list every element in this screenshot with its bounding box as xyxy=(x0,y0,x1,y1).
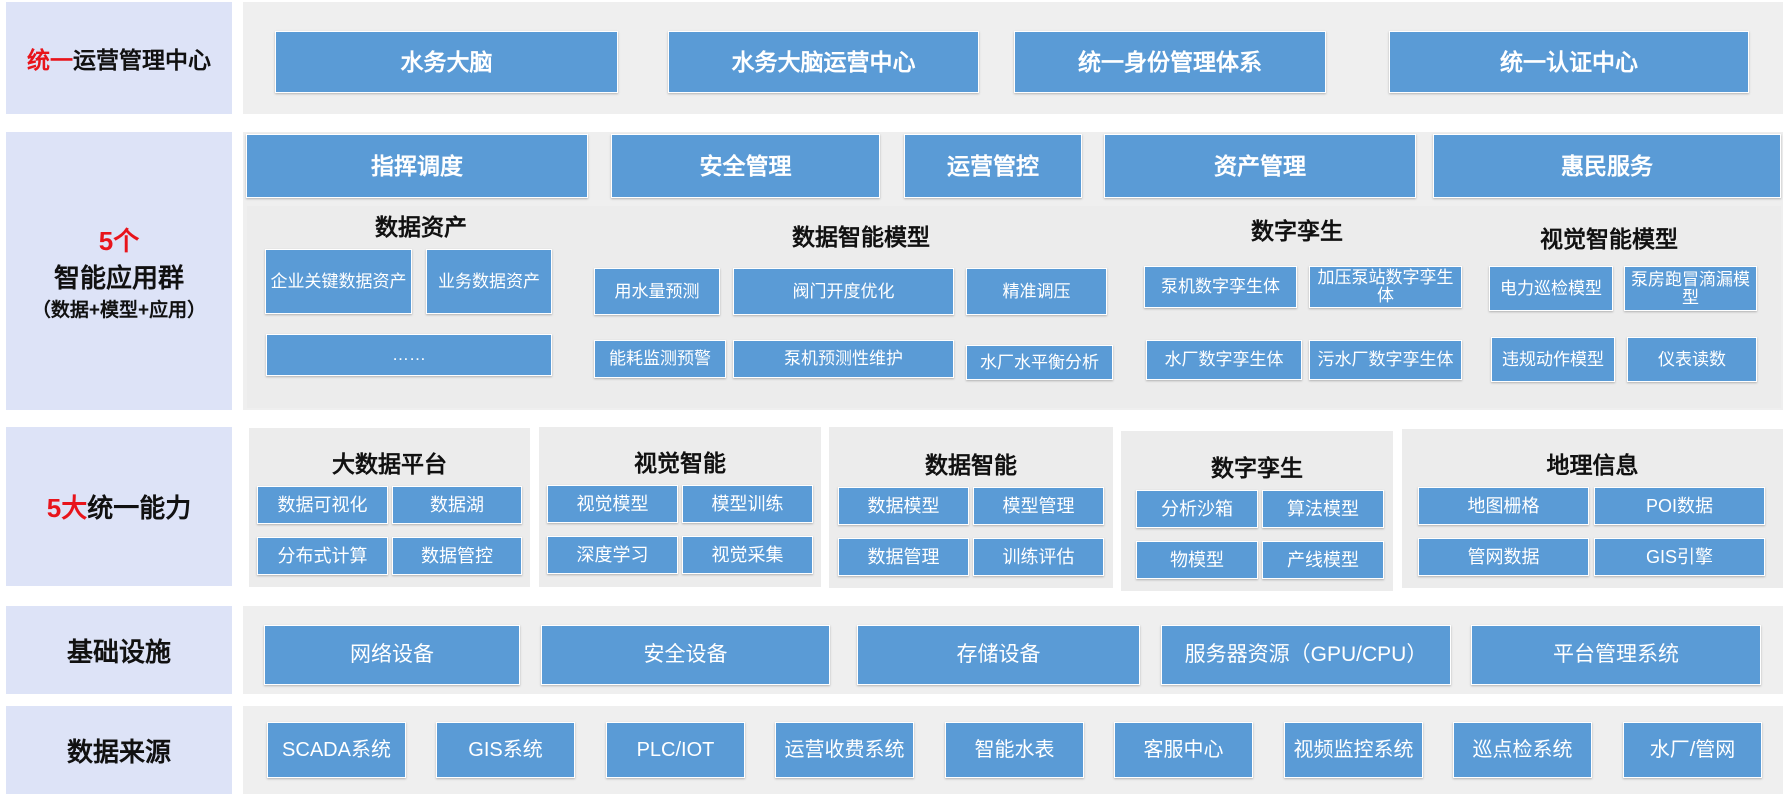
ops-item-auth-center[interactable]: 统一认证中心 xyxy=(1389,31,1749,93)
source-billing[interactable]: 运营收费系统 xyxy=(775,722,914,778)
cap-vision-model[interactable]: 视觉模型 xyxy=(547,485,678,523)
cap-vision-deep-learning[interactable]: 深度学习 xyxy=(547,536,678,574)
cap-title-digital-twin: 数字孪生 xyxy=(1211,455,1303,481)
row-label-apps-count: 5个 xyxy=(98,225,140,256)
source-plc-iot[interactable]: PLC/IOT xyxy=(606,722,745,778)
cap-twin-algorithm[interactable]: 算法模型 xyxy=(1262,490,1384,528)
row-label-ops-rest: 运营管理中心 xyxy=(73,47,211,73)
cap-geo-pipe-network[interactable]: 管网数据 xyxy=(1418,538,1589,576)
twin-item-sewage-plant[interactable]: 污水厂数字孪生体 xyxy=(1309,340,1462,380)
infra-platform-mgmt[interactable]: 平台管理系统 xyxy=(1471,625,1761,685)
cap-vision-capture[interactable]: 视觉采集 xyxy=(682,536,813,574)
model-item-water-balance[interactable]: 水厂水平衡分析 xyxy=(966,345,1113,380)
cap-data-train-eval[interactable]: 训练评估 xyxy=(973,538,1104,576)
cap-bigdata-governance[interactable]: 数据管控 xyxy=(392,537,522,575)
twin-item-booster-station[interactable]: 加压泵站数字孪生体 xyxy=(1309,266,1462,308)
vision-item-leak[interactable]: 泵房跑冒滴漏模型 xyxy=(1624,266,1757,311)
ops-item-water-brain[interactable]: 水务大脑 xyxy=(275,31,618,93)
source-gis[interactable]: GIS系统 xyxy=(436,722,575,778)
asset-item-business-data[interactable]: 业务数据资产 xyxy=(426,249,552,314)
infra-server[interactable]: 服务器资源（GPU/CPU） xyxy=(1161,625,1451,685)
row-label-sources: 数据来源 xyxy=(6,706,232,794)
app-top-dispatch[interactable]: 指挥调度 xyxy=(246,134,588,198)
source-customer-service[interactable]: 客服中心 xyxy=(1114,722,1253,778)
source-plant-network[interactable]: 水厂/管网 xyxy=(1623,722,1762,778)
cap-vision-training[interactable]: 模型训练 xyxy=(682,485,813,523)
cap-geo-poi[interactable]: POI数据 xyxy=(1594,487,1765,525)
cap-bigdata-lake[interactable]: 数据湖 xyxy=(392,486,522,524)
cap-twin-thing-model[interactable]: 物模型 xyxy=(1136,541,1258,579)
model-item-valve-opt[interactable]: 阀门开度优化 xyxy=(733,268,954,315)
model-item-water-forecast[interactable]: 用水量预测 xyxy=(594,268,720,315)
app-top-public-service[interactable]: 惠民服务 xyxy=(1433,134,1781,198)
cap-title-geo: 地理信息 xyxy=(1546,452,1639,478)
vision-item-violation[interactable]: 违规动作模型 xyxy=(1491,337,1615,382)
row-label-apps-sub: （数据+模型+应用） xyxy=(31,299,207,321)
asset-item-key-data[interactable]: 企业关键数据资产 xyxy=(265,249,412,314)
infra-network[interactable]: 网络设备 xyxy=(264,625,520,685)
cap-bigdata-visualization[interactable]: 数据可视化 xyxy=(257,486,388,524)
row-label-apps: 5个 智能应用群 （数据+模型+应用） xyxy=(6,132,232,410)
row-label-infra: 基础设施 xyxy=(6,606,232,694)
row-label-infra-text: 基础设施 xyxy=(66,636,171,667)
ops-item-brain-ops-center[interactable]: 水务大脑运营中心 xyxy=(668,31,979,93)
app-top-safety[interactable]: 安全管理 xyxy=(611,134,880,198)
cap-data-management[interactable]: 数据管理 xyxy=(838,538,969,576)
twin-item-pump[interactable]: 泵机数字孪生体 xyxy=(1144,266,1297,308)
cap-twin-line-model[interactable]: 产线模型 xyxy=(1262,541,1384,579)
group-title-data-assets: 数据资产 xyxy=(375,214,467,240)
cap-data-model[interactable]: 数据模型 xyxy=(838,487,969,525)
group-title-digital-twin: 数字孪生 xyxy=(1251,218,1343,244)
cap-twin-sandbox[interactable]: 分析沙箱 xyxy=(1136,490,1258,528)
row-label-cap-rest: 统一能力 xyxy=(87,493,192,523)
cap-title-bigdata: 大数据平台 xyxy=(332,451,447,477)
source-smart-meter[interactable]: 智能水表 xyxy=(945,722,1084,778)
cap-title-data-intel: 数据智能 xyxy=(925,452,1017,478)
cap-title-vision: 视觉智能 xyxy=(634,450,726,476)
model-item-energy-warning[interactable]: 能耗监测预警 xyxy=(594,340,726,378)
row-label-sources-text: 数据来源 xyxy=(66,736,171,767)
vision-item-meter-reading[interactable]: 仪表读数 xyxy=(1627,337,1757,382)
ops-item-identity-system[interactable]: 统一身份管理体系 xyxy=(1014,31,1326,93)
cap-bigdata-distributed[interactable]: 分布式计算 xyxy=(257,537,388,575)
group-title-data-intel-models: 数据智能模型 xyxy=(792,224,930,250)
model-item-pressure[interactable]: 精准调压 xyxy=(966,268,1107,315)
app-top-asset-mgmt[interactable]: 资产管理 xyxy=(1104,134,1416,198)
cap-geo-gis-engine[interactable]: GIS引擎 xyxy=(1594,538,1765,576)
infra-security[interactable]: 安全设备 xyxy=(541,625,830,685)
vision-item-power-inspection[interactable]: 电力巡检模型 xyxy=(1489,266,1613,311)
asset-item-more[interactable]: …… xyxy=(266,334,552,376)
source-scada[interactable]: SCADA系统 xyxy=(267,722,406,778)
row-label-ops-center: 统一运营管理中心 xyxy=(6,2,232,114)
group-title-vision-models: 视觉智能模型 xyxy=(1540,226,1678,252)
twin-item-waterworks[interactable]: 水厂数字孪生体 xyxy=(1146,340,1302,380)
source-patrol-inspection[interactable]: 巡点检系统 xyxy=(1453,722,1592,778)
app-top-ops-control[interactable]: 运营管控 xyxy=(904,134,1082,198)
cap-data-model-mgmt[interactable]: 模型管理 xyxy=(973,487,1104,525)
cap-geo-raster[interactable]: 地图栅格 xyxy=(1418,487,1589,525)
model-item-pump-maint[interactable]: 泵机预测性维护 xyxy=(733,340,954,378)
source-video-monitoring[interactable]: 视频监控系统 xyxy=(1284,722,1423,778)
row-label-capabilities: 5大统一能力 xyxy=(6,427,232,586)
row-label-apps-main: 智能应用群 xyxy=(53,262,184,293)
infra-storage[interactable]: 存储设备 xyxy=(857,625,1140,685)
row-label-ops-prefix: 统一 xyxy=(27,47,73,73)
row-label-cap-count: 5大 xyxy=(46,493,88,523)
